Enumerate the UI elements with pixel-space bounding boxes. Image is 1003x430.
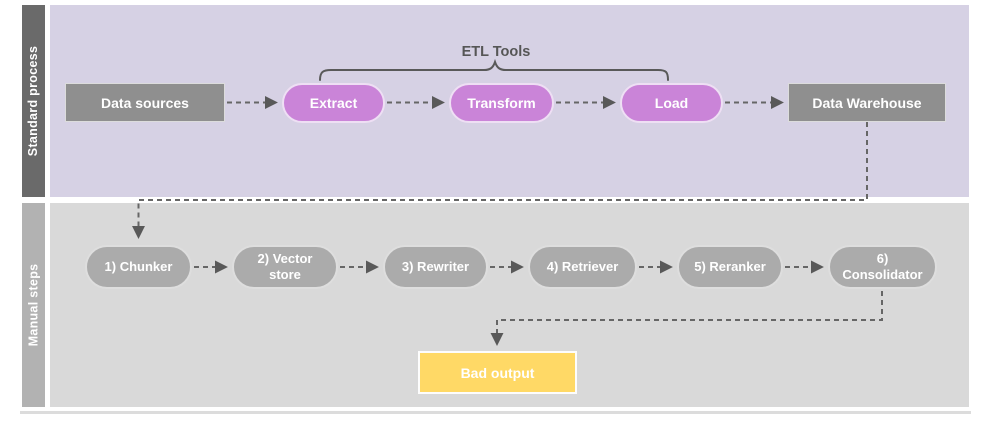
- node-bad-output-label: Bad output: [460, 364, 535, 381]
- etl-tools-caption: ETL Tools: [461, 44, 531, 60]
- step-vector-store: 2) Vector store: [232, 245, 338, 289]
- node-transform-label: Transform: [467, 95, 536, 111]
- node-transform: Transform: [449, 83, 554, 123]
- step-reranker: 5) Reranker: [677, 245, 783, 289]
- lane-manual-steps-label: Manual steps: [26, 263, 41, 347]
- node-data-warehouse: Data Warehouse: [788, 83, 946, 122]
- step-rewriter: 3) Rewriter: [383, 245, 488, 289]
- step-vector-store-label: 2) Vector store: [257, 250, 313, 282]
- node-extract-label: Extract: [309, 95, 358, 111]
- step-consolidator: 6) Consolidator: [828, 245, 937, 289]
- step-chunker-label: 1) Chunker: [104, 258, 173, 274]
- node-extract: Extract: [282, 83, 385, 123]
- step-rewriter-label: 3) Rewriter: [401, 258, 470, 274]
- node-load: Load: [620, 83, 723, 123]
- lane-manual-steps-bar: Manual steps: [22, 203, 45, 407]
- node-data-sources-label: Data sources: [101, 94, 189, 111]
- step-chunker: 1) Chunker: [85, 245, 192, 289]
- node-bad-output: Bad output: [418, 351, 577, 394]
- step-retriever: 4) Retriever: [528, 245, 637, 289]
- bottom-divider-line: [20, 411, 971, 414]
- node-load-label: Load: [654, 95, 689, 111]
- step-retriever-label: 4) Retriever: [546, 258, 619, 274]
- node-data-warehouse-label: Data Warehouse: [812, 94, 922, 111]
- node-data-sources: Data sources: [65, 83, 225, 122]
- step-reranker-label: 5) Reranker: [694, 258, 766, 274]
- lane-standard-process-label: Standard process: [26, 45, 41, 157]
- lane-standard-process-bar: Standard process: [22, 5, 45, 197]
- step-consolidator-label: 6) Consolidator: [842, 250, 923, 282]
